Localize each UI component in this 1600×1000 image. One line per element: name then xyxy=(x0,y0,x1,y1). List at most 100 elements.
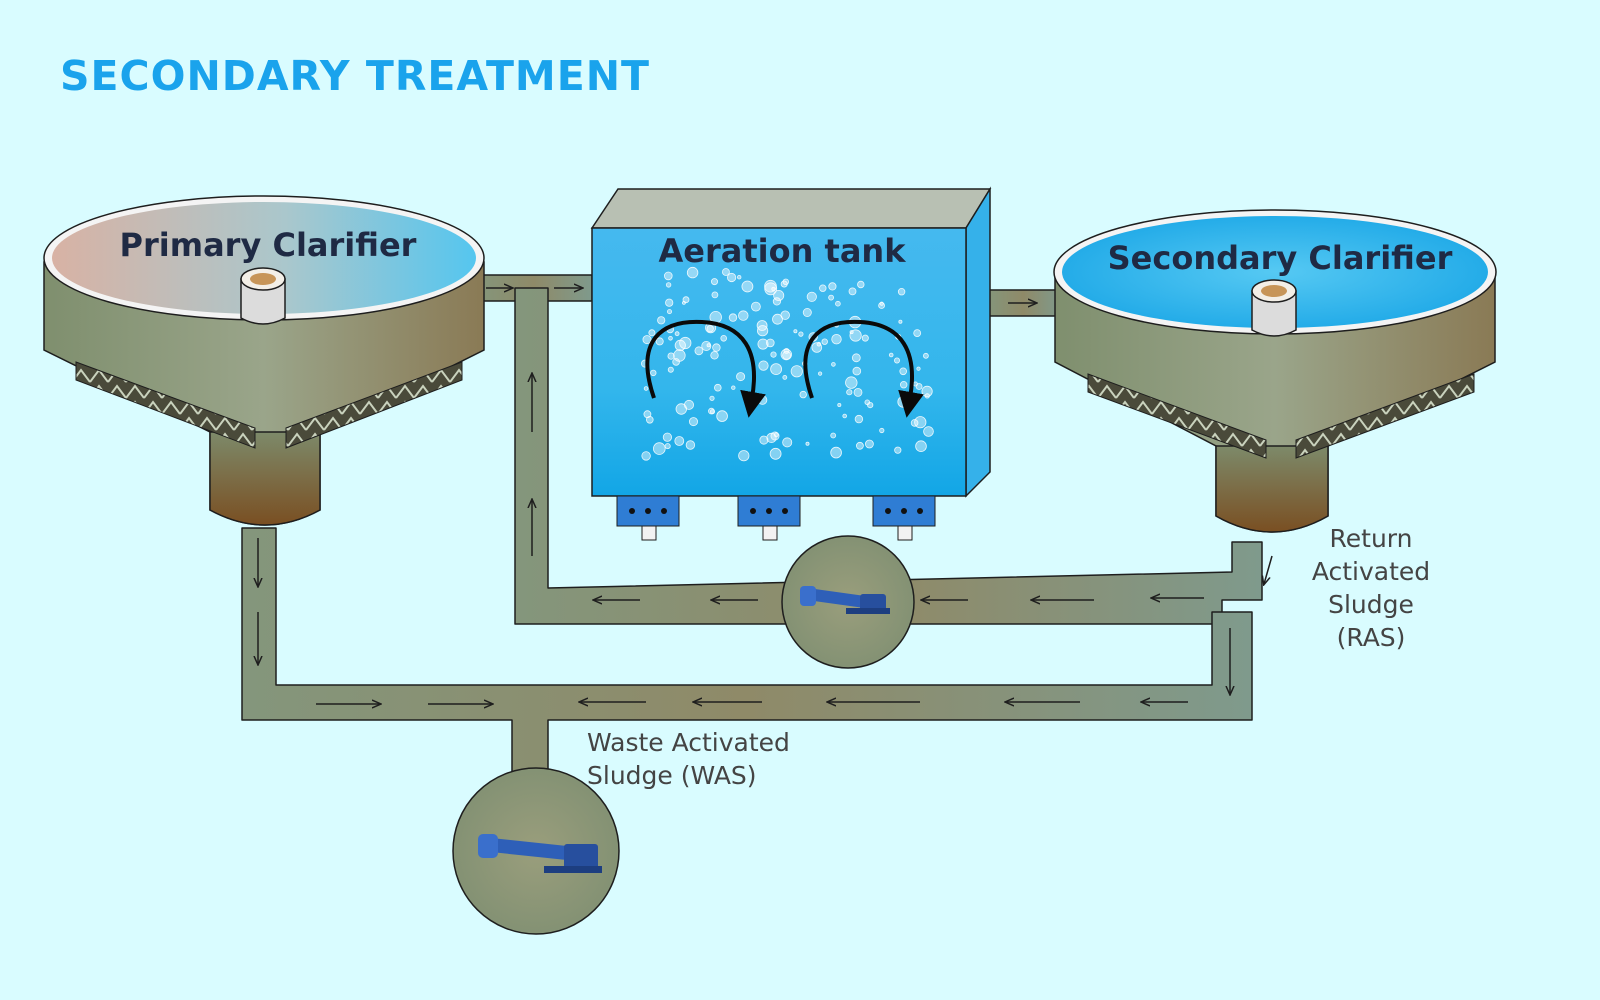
air-bubble-icon xyxy=(674,436,685,446)
diffuser-icon xyxy=(616,495,680,541)
air-bubble-icon xyxy=(845,376,858,389)
air-bubble-icon xyxy=(782,437,793,448)
air-bubble-icon xyxy=(728,313,738,322)
air-bubble-icon xyxy=(751,301,761,312)
air-bubbles xyxy=(641,266,934,462)
air-bubble-icon xyxy=(726,272,737,283)
air-bubble-icon xyxy=(716,410,728,422)
air-bubble-icon xyxy=(912,381,918,387)
air-bubble-icon xyxy=(888,352,894,358)
air-bubble-icon xyxy=(898,319,903,324)
air-bubble-icon xyxy=(741,280,754,293)
ras-label-line: Activated xyxy=(1311,557,1431,586)
tank-side xyxy=(965,186,991,498)
air-bubble-icon xyxy=(830,446,842,459)
was-label: Waste Activated Sludge (WAS) xyxy=(587,726,847,792)
air-bubble-icon xyxy=(737,275,742,280)
was-label-line: Waste Activated xyxy=(587,728,790,757)
scraper-truss xyxy=(1087,373,1267,459)
air-bubble-icon xyxy=(738,450,750,462)
air-bubble-icon xyxy=(854,414,864,424)
air-bubble-icon xyxy=(783,347,790,354)
was-label-line: Sludge (WAS) xyxy=(587,761,757,790)
air-bubble-icon xyxy=(662,432,673,442)
air-bubble-icon xyxy=(682,296,690,304)
air-bubble-icon xyxy=(852,366,862,376)
air-bubble-icon xyxy=(817,371,823,376)
air-bubble-icon xyxy=(694,346,704,356)
air-bubble-icon xyxy=(811,342,823,353)
air-bubble-icon xyxy=(770,351,777,358)
air-bubble-icon xyxy=(756,325,769,337)
air-bubble-icon xyxy=(816,341,822,347)
air-bubble-icon xyxy=(731,385,736,390)
air-bubble-icon xyxy=(897,288,906,296)
air-bubble-icon xyxy=(897,396,909,408)
air-bubble-icon xyxy=(713,383,722,392)
air-bubble-icon xyxy=(668,335,673,341)
air-bubble-icon xyxy=(706,343,711,348)
air-bubble-icon xyxy=(679,336,692,350)
air-bubble-icon xyxy=(672,358,680,366)
flow-arrows xyxy=(258,288,1273,704)
air-bubble-icon xyxy=(805,441,810,446)
air-bubble-icon xyxy=(894,446,902,454)
air-bubble-icon xyxy=(865,439,874,449)
air-bubble-icon xyxy=(861,334,869,342)
primary-clarifier: Primary Clarifier xyxy=(43,195,485,526)
air-bubble-icon xyxy=(710,351,719,360)
air-bubble-icon xyxy=(708,407,715,415)
air-bubble-icon xyxy=(712,343,721,352)
air-bubble-icon xyxy=(773,432,779,438)
air-bubble-icon xyxy=(857,280,865,289)
tank-top xyxy=(590,188,992,229)
air-bubble-icon xyxy=(782,374,788,380)
pump-icon xyxy=(478,834,602,873)
air-bubble-icon xyxy=(736,372,746,382)
air-bubble-icon xyxy=(652,442,666,455)
air-bubble-icon xyxy=(650,369,657,377)
air-bubble-icon xyxy=(643,386,649,391)
air-bubble-icon xyxy=(798,331,804,337)
air-bubble-icon xyxy=(848,287,857,296)
air-bubble-icon xyxy=(764,279,777,293)
air-bubble-icon xyxy=(828,294,834,301)
air-bubble-icon xyxy=(806,291,817,302)
ras-label: Return Activated Sludge (RAS) xyxy=(1286,522,1456,654)
was-pump-station xyxy=(452,767,620,935)
sludge-hopper xyxy=(209,431,321,526)
air-bubble-icon xyxy=(899,367,907,376)
aeration-tank-label: Aeration tank xyxy=(659,232,907,270)
air-bubble-icon xyxy=(837,402,842,407)
air-bubble-icon xyxy=(799,390,807,399)
scraper-truss xyxy=(285,361,463,449)
air-bubble-icon xyxy=(648,329,656,337)
air-bubble-icon xyxy=(793,329,798,334)
air-bubble-icon xyxy=(900,381,908,389)
circulation-arrow-icon xyxy=(803,319,924,418)
air-bubble-icon xyxy=(667,366,674,373)
air-bubble-icon xyxy=(830,432,837,439)
diffuser-icon xyxy=(872,495,936,541)
air-bubble-icon xyxy=(689,417,699,427)
air-bubble-icon xyxy=(711,291,719,299)
air-bubble-icon xyxy=(757,338,769,350)
air-bubble-icon xyxy=(667,309,673,315)
waste-sludge-pipe xyxy=(241,527,1253,786)
primary-water-surface xyxy=(52,202,476,314)
air-bubble-icon xyxy=(720,334,727,342)
secondary-water-surface xyxy=(1062,216,1488,328)
air-bubble-icon xyxy=(665,298,674,307)
air-bubble-icon xyxy=(924,393,930,399)
air-bubble-icon xyxy=(642,335,652,345)
air-bubble-icon xyxy=(846,389,853,396)
air-bubble-icon xyxy=(916,366,921,371)
air-bubble-icon xyxy=(667,352,675,360)
pump-icon xyxy=(800,586,890,614)
air-bubble-icon xyxy=(913,329,922,338)
air-bubble-icon xyxy=(831,362,836,367)
air-bubble-icon xyxy=(923,352,929,359)
air-bubble-icon xyxy=(722,268,730,276)
page-title: SECONDARY TREATMENT xyxy=(60,52,650,100)
